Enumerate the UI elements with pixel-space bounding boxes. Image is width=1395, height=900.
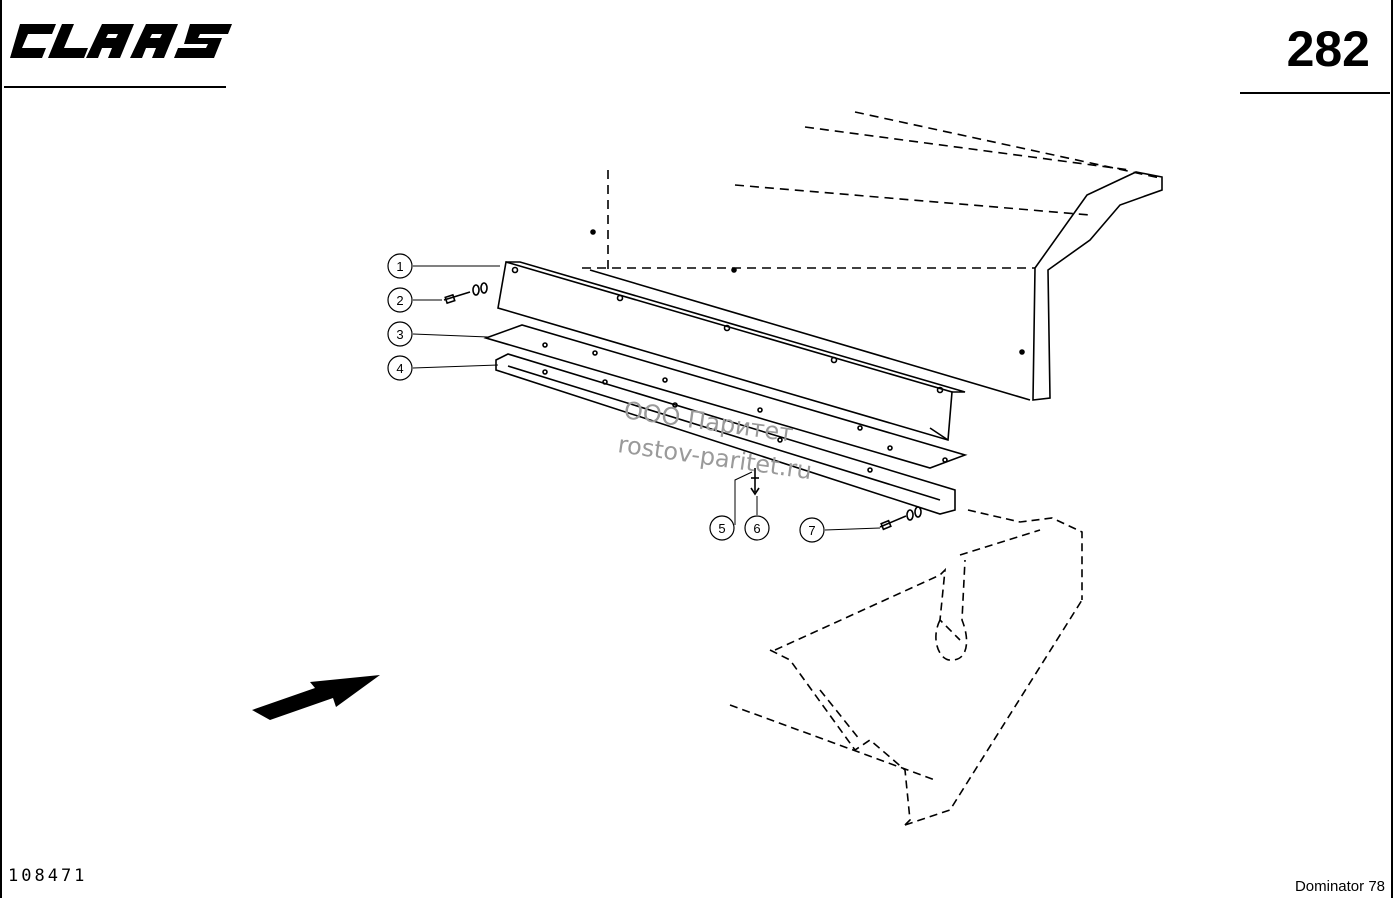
callout-4-label: 4 (396, 361, 403, 376)
callout-5: 5 (709, 515, 735, 541)
direction-arrow-icon (252, 675, 380, 720)
logo-underline (4, 86, 226, 88)
callout-7-label: 7 (808, 523, 815, 538)
part-2-bolt-washers (443, 282, 488, 305)
callout-3-label: 3 (396, 327, 403, 342)
claas-logo: CLAAS (10, 20, 232, 67)
part-4-channel (495, 353, 956, 515)
callout-2-label: 2 (396, 293, 403, 308)
part-5-6-screw-nut (750, 468, 760, 496)
callout-1: 1 (387, 253, 413, 279)
page-number-underline (1240, 92, 1390, 94)
document-code: 108471 (8, 866, 88, 886)
part-3-flat-strip (483, 324, 968, 469)
part-1-angle-bracket (497, 260, 966, 442)
part-7-bolt-washers (879, 506, 922, 531)
callout-6: 6 (744, 515, 770, 541)
model-label: Dominator 78 (1294, 878, 1385, 895)
callout-7: 7 (799, 517, 825, 543)
callout-2: 2 (387, 287, 413, 313)
callout-5-label: 5 (718, 521, 725, 536)
upper-panel-outline (582, 111, 1161, 270)
claas-logo-mark (10, 24, 232, 58)
page-number: 282 (1286, 21, 1370, 77)
callout-6-label: 6 (753, 521, 760, 536)
callout-3: 3 (387, 321, 413, 347)
callout-4: 4 (387, 355, 413, 381)
callout-1-label: 1 (396, 259, 403, 274)
upper-panel-edge (589, 171, 1163, 401)
lower-side-panel (729, 509, 1083, 826)
callout-group: 1 2 3 4 5 6 7 (387, 253, 825, 543)
